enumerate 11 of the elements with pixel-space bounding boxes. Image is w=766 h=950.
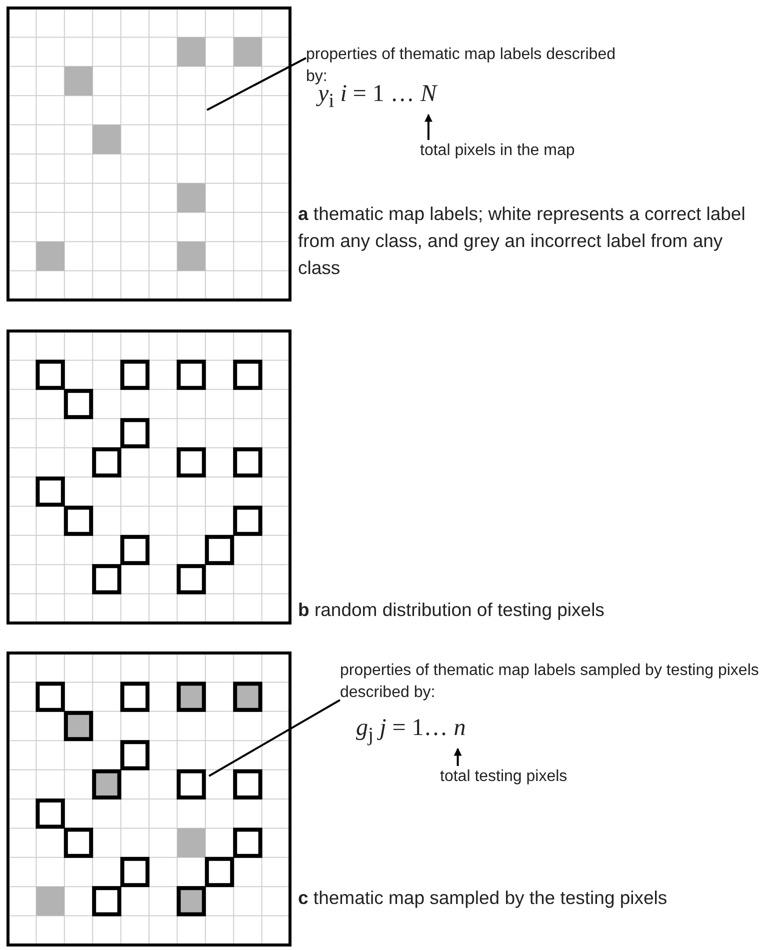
formula: g$_{j}$ j = 1… n [356,714,466,749]
leader-line [208,699,340,777]
arrow [424,114,432,140]
panel-caption: a thematic map labels; white represents a correct label from any class, and grey an incorrect label from any class [298,202,746,280]
panel-caption: b random distribution of testing pixels [298,598,606,622]
annotation-text: total testing pixels [440,766,568,788]
annotation-text: total pixels in the map [420,140,575,162]
leader-line [206,57,306,111]
arrow [454,748,462,766]
panel-caption: c thematic map sampled by the testing pixels [298,886,668,910]
annotation-text: properties of thematic map labels sampled by testing pixels described by: [340,660,760,704]
